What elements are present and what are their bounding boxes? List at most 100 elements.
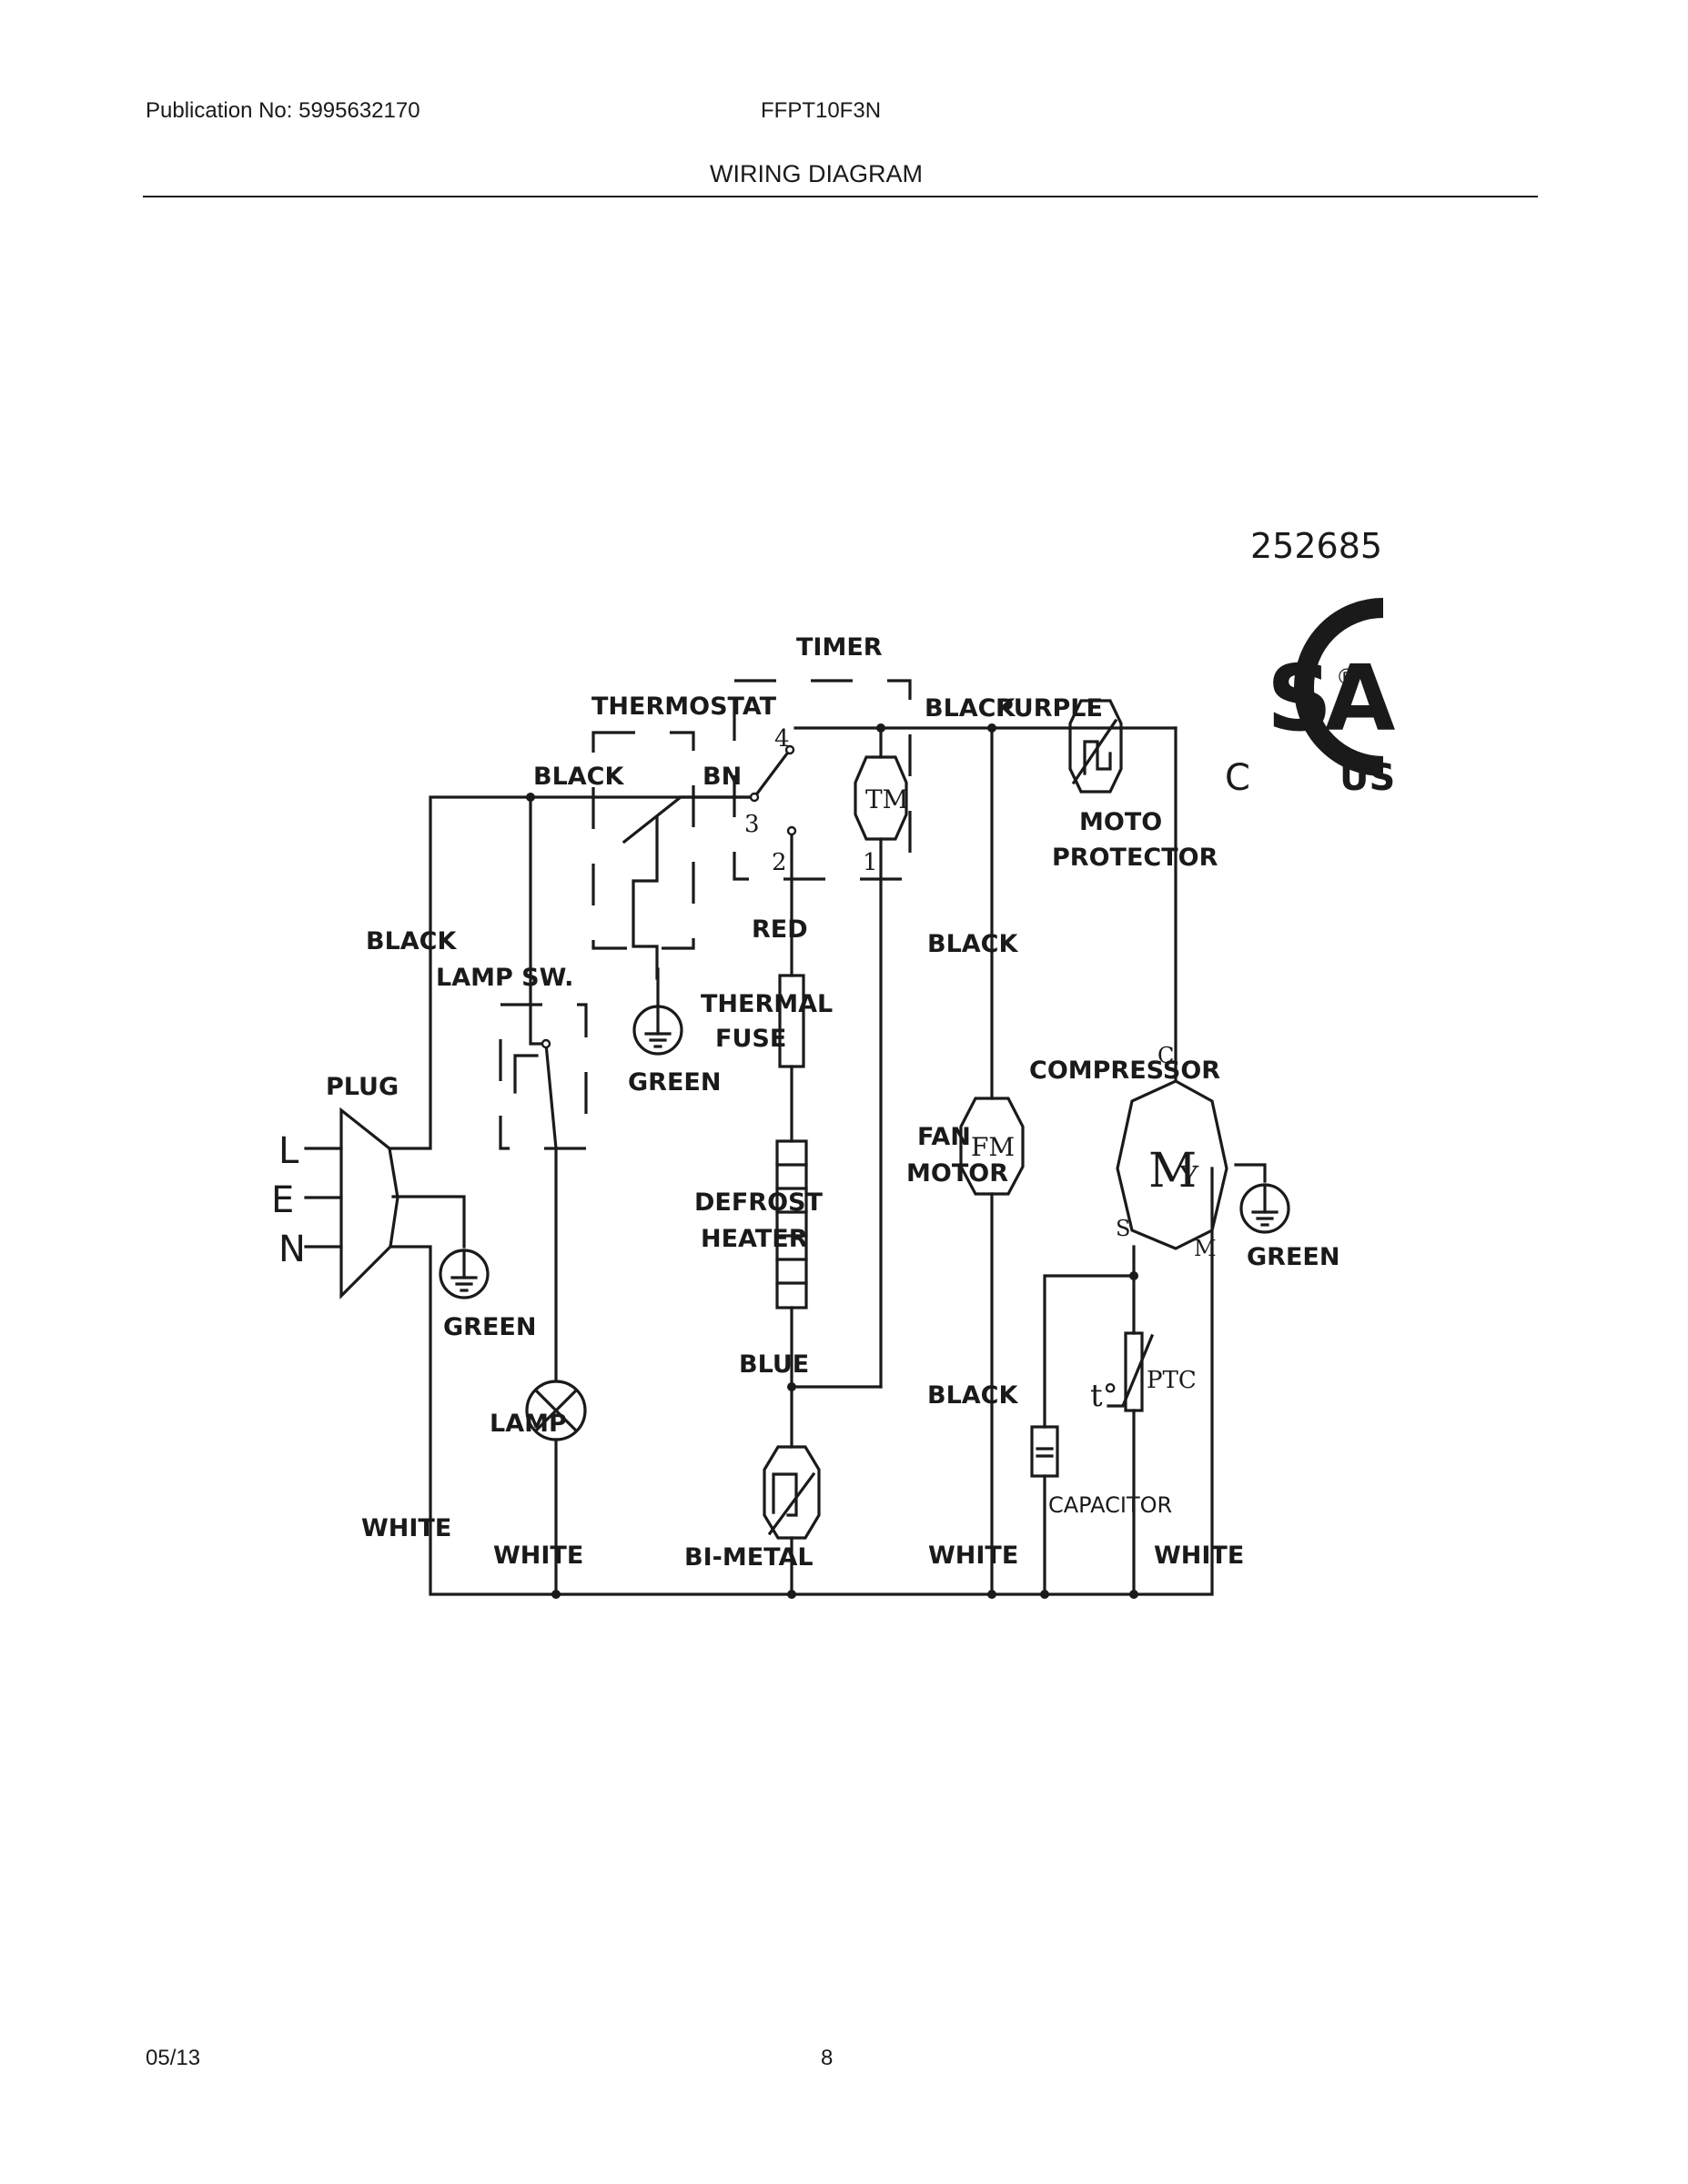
wire-compressor-ground xyxy=(1234,1163,1267,1183)
timer-terminal-2 xyxy=(786,825,797,836)
junction xyxy=(876,723,885,733)
wire-white-neutral xyxy=(389,1167,1214,1596)
csa-cert-number: 252685 xyxy=(1250,526,1382,566)
label-black-left: BLACK xyxy=(366,927,457,956)
label-black-top: BLACK xyxy=(533,763,624,791)
label-plug: PLUG xyxy=(326,1073,399,1101)
label-black-fan-bottom: BLACK xyxy=(927,1381,1018,1410)
diagram-labels: TIMER THERMOSTAT BLACK BN BLACK PURPLE M… xyxy=(271,633,1339,1572)
label-thermostat: THERMOSTAT xyxy=(591,693,777,721)
timer-switch-arm xyxy=(751,747,793,799)
wiring xyxy=(388,726,1267,1596)
label-moto: MOTO xyxy=(1079,808,1162,836)
junction xyxy=(987,1590,996,1599)
label-terminal-s: S xyxy=(1116,1216,1130,1241)
lamp-switch-terminal xyxy=(541,1038,551,1049)
label-terminal-c: C xyxy=(1157,1043,1174,1068)
label-red: RED xyxy=(752,915,808,944)
label-fan: FAN xyxy=(917,1123,971,1151)
header-divider xyxy=(143,196,1538,197)
page-title: WIRING DIAGRAM xyxy=(710,160,923,187)
label-defrost: DEFROST xyxy=(694,1188,823,1217)
svg-text:Y: Y xyxy=(1178,1159,1199,1194)
ground-icon xyxy=(632,1005,683,1056)
bi-metal-icon xyxy=(763,1445,821,1540)
junction xyxy=(1129,1271,1138,1280)
label-bi-metal: BI-METAL xyxy=(684,1543,814,1572)
capacitor-icon xyxy=(1030,1425,1059,1478)
defrost-heater-icon xyxy=(775,1139,808,1309)
label-white-right: WHITE xyxy=(1154,1542,1244,1570)
csa-sa-letters: SA xyxy=(1267,645,1395,752)
label-lamp: LAMP xyxy=(490,1410,567,1438)
label-compressor: COMPRESSOR xyxy=(1029,1057,1220,1085)
lamp-icon xyxy=(525,1380,587,1441)
label-pin-4: 4 xyxy=(774,725,790,753)
junction-dots xyxy=(526,723,1138,1599)
label-thermal: THERMAL xyxy=(701,990,833,1018)
junction xyxy=(1129,1590,1138,1599)
label-ptc: PTC xyxy=(1147,1367,1197,1394)
lamp-switch-plunger xyxy=(513,1054,539,1094)
label-terminal-m: M xyxy=(1194,1236,1217,1261)
junction xyxy=(987,723,996,733)
label-pin-1: 1 xyxy=(863,849,878,876)
label-pin-2: 2 xyxy=(772,849,787,876)
label-blue: BLUE xyxy=(739,1350,809,1379)
csa-c-arc xyxy=(1294,598,1384,776)
junction xyxy=(526,793,535,802)
thermostat-contact xyxy=(622,795,754,844)
model-number: FFPT10F3N xyxy=(761,98,882,123)
label-green-thermostat: GREEN xyxy=(628,1068,721,1097)
footer-date: 05/13 xyxy=(146,2046,201,2070)
csa-c-label: C xyxy=(1225,757,1250,799)
junction xyxy=(1040,1590,1049,1599)
publication-number: Publication No: 5995632170 xyxy=(146,98,420,123)
label-pin-3: 3 xyxy=(744,811,760,838)
label-protector: PROTECTOR xyxy=(1052,844,1218,872)
label-lamp-sw: LAMP SW. xyxy=(436,964,573,992)
lamp-switch-enclosure xyxy=(499,1003,588,1150)
label-capacitor: CAPACITOR xyxy=(1048,1492,1172,1518)
label-ptc-symbol: t° xyxy=(1090,1378,1118,1414)
timer-terminal-4 xyxy=(784,744,795,755)
thermal-fuse-icon xyxy=(778,974,805,1068)
plug-body xyxy=(339,1107,399,1299)
plug-symbol xyxy=(304,1107,399,1299)
label-plug-n: N xyxy=(278,1228,306,1270)
label-heater: HEATER xyxy=(701,1225,808,1253)
svg-text:M: M xyxy=(1148,1144,1197,1198)
ptc-icon xyxy=(1107,1331,1155,1412)
wire-lamp-switch-feed xyxy=(529,795,548,1046)
svg-text:FM: FM xyxy=(971,1132,1015,1162)
label-green-plug: GREEN xyxy=(443,1313,536,1341)
csa-certification-mark: 252685 SA C US ® xyxy=(1225,526,1402,799)
label-timer: TIMER xyxy=(796,633,883,662)
label-white-lamp: WHITE xyxy=(493,1542,583,1570)
registered-mark: ® xyxy=(1336,664,1358,690)
label-white-fan: WHITE xyxy=(928,1542,1018,1570)
label-black-timer: BLACK xyxy=(925,694,1016,723)
lamp-switch-blade xyxy=(544,1042,558,1150)
wire-plug-ground xyxy=(391,1195,466,1249)
ground-icon xyxy=(439,1249,490,1299)
label-purple: PURPLE xyxy=(996,694,1103,723)
label-motor: MOTOR xyxy=(906,1159,1008,1188)
label-fuse: FUSE xyxy=(715,1025,786,1053)
junction xyxy=(787,1590,796,1599)
label-plug-e: E xyxy=(271,1179,294,1221)
label-green-compressor: GREEN xyxy=(1247,1243,1339,1271)
wire-black-line xyxy=(388,795,754,1150)
timer-terminal-3 xyxy=(749,792,760,803)
fan-motor-icon: FM xyxy=(959,1097,1025,1196)
wire-capacitor-feed xyxy=(1043,1245,1136,1429)
page-number: 8 xyxy=(821,2046,834,2070)
junction xyxy=(787,1382,796,1391)
junction xyxy=(551,1590,561,1599)
label-bn: BN xyxy=(702,763,742,791)
moto-protector-icon xyxy=(1068,699,1123,794)
timer-motor-icon: TM xyxy=(854,755,908,841)
svg-text:TM: TM xyxy=(865,784,908,814)
label-plug-l: L xyxy=(278,1130,299,1172)
